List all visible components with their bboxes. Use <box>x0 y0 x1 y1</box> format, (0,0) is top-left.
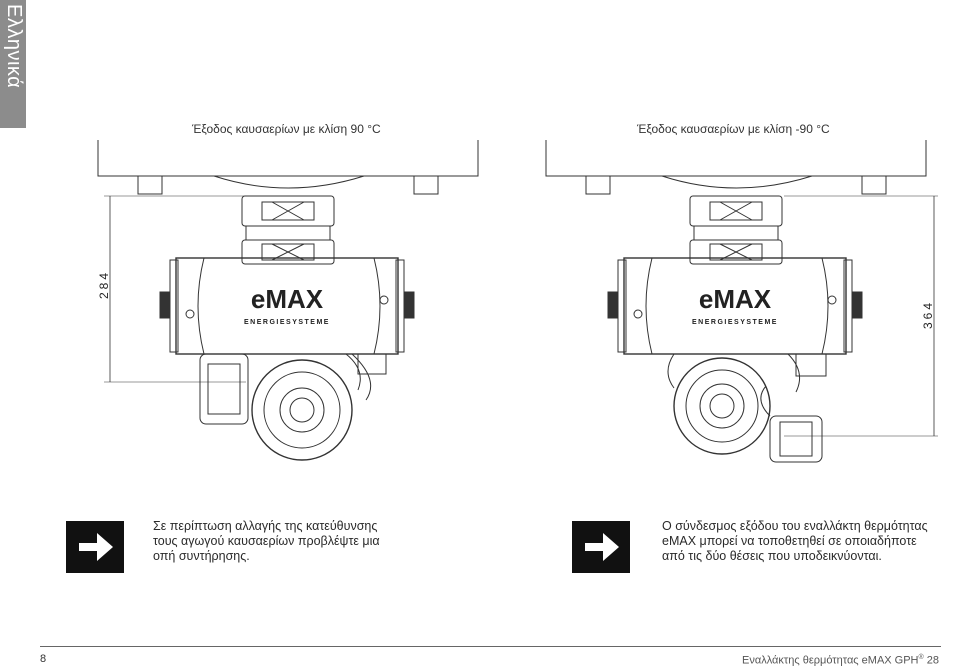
right-note-text: Ο σύνδεσμος εξόδου του εναλλάκτη θερμότη… <box>662 519 928 563</box>
page-number: 8 <box>40 653 47 665</box>
footer-divider <box>40 646 941 647</box>
arrow-right-icon <box>79 533 113 561</box>
right-technical-drawing: eMAX ENERGIESYSTEME <box>545 140 938 463</box>
footer-title-reg: ® <box>918 654 924 661</box>
right-brand-logo: eMAX <box>699 284 772 314</box>
left-technical-drawing: eMAX ENERGIESYSTEME <box>97 140 479 461</box>
language-tab-label: Ελληνικά <box>3 4 25 89</box>
right-brand-subtitle: ENERGIESYSTEME <box>692 319 778 326</box>
left-note-arrow-box <box>66 521 124 573</box>
language-tab: Ελληνικά <box>0 0 26 128</box>
footer-title: Εναλλάκτης θερμότητας eMAX GPH® 28 <box>742 654 939 667</box>
right-figure-caption: Έξοδος καυσαερίων με κλίση -90 °C <box>637 122 830 136</box>
footer-title-text: Εναλλάκτης θερμότητας eMAX GPH <box>742 654 919 667</box>
left-note-text: Σε περίπτωση αλλαγής της κατεύθυνσης του… <box>153 519 380 563</box>
footer-title-suffix: 28 <box>926 654 939 667</box>
left-brand-subtitle: ENERGIESYSTEME <box>244 319 330 326</box>
left-figure-caption: Έξοδος καυσαερίων με κλίση 90 °C <box>192 122 381 136</box>
arrow-right-icon <box>585 533 619 561</box>
right-note-arrow-box <box>572 521 630 573</box>
left-brand-logo: eMAX <box>251 284 324 314</box>
